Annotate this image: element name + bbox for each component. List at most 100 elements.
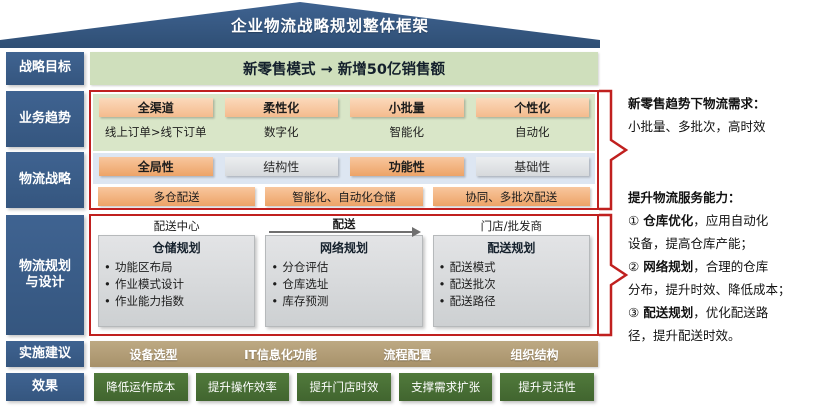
note-line: ③ 配送规划，优化配送路 — [628, 301, 824, 324]
trend-cell[interactable]: 个性化 自动化 — [470, 94, 596, 151]
planning-column-warehouse[interactable]: 配送中心 仓储规划 功能区布局 作业模式设计 作业能力指数 — [93, 218, 260, 332]
strategic-goal-band: 新零售模式 → 新增50亿销售额 — [90, 52, 598, 85]
strategy-cell[interactable]: 结构性 — [219, 153, 345, 184]
planning-card-title: 配送规划 — [487, 241, 536, 255]
sidebar-item-effect[interactable]: 效果 — [6, 373, 84, 401]
note-keyword: 配送规划 — [643, 305, 694, 320]
note-title: 新零售趋势下物流需求： — [628, 96, 766, 111]
list-item: 配送模式 — [439, 259, 589, 276]
implementation-item[interactable]: 组织结构 — [510, 347, 559, 362]
sidebar-item-label: 业务趋势 — [18, 110, 71, 126]
planning-card-list: 分仓评估 仓库选址 库存预测 — [266, 259, 421, 310]
note-marker: ① — [628, 213, 644, 228]
strategic-goal-text: 新零售模式 → 新增50亿销售额 — [243, 62, 445, 78]
note-line: ① 仓库优化，应用自动化 — [628, 209, 824, 232]
strategy-tag: 协同、多批次配送 — [432, 187, 590, 206]
strategy-tag: 智能化、自动化仓储 — [265, 187, 423, 206]
trend-pill: 柔性化 — [224, 98, 338, 117]
trend-sub: 智能化 — [389, 125, 425, 139]
note-text: ，优化配送路 — [693, 305, 769, 320]
implementation-item[interactable]: 流程配置 — [383, 347, 432, 362]
capability-note: 提升物流服务能力： ① 仓库优化，应用自动化 设备，提高仓库产能； ② 网络规划… — [628, 186, 824, 347]
planning-column-distribution[interactable]: 门店/批发商 配送规划 配送模式 配送批次 配送路径 — [428, 218, 595, 332]
arrow-line — [269, 231, 413, 233]
planning-design-area: 配送中心 仓储规划 功能区布局 作业模式设计 作业能力指数 配送 — [93, 217, 595, 332]
planning-card-title: 网络规划 — [319, 241, 368, 255]
trend-pill: 小批量 — [350, 98, 464, 117]
trend-sub: 自动化 — [515, 125, 550, 139]
strategy-tag-cell[interactable]: 智能化、自动化仓储 — [260, 186, 427, 207]
sidebar-item-logistics-planning[interactable]: 物流规划 与设计 — [6, 215, 84, 335]
sidebar-item-implementation[interactable]: 实施建议 — [6, 341, 84, 367]
strategy-tag-cell[interactable]: 多仓配送 — [93, 186, 260, 207]
delivery-arrow: 配送 — [265, 217, 422, 237]
effect-box[interactable]: 提升门店时效 — [297, 373, 391, 401]
effect-box[interactable]: 降低运作成本 — [94, 373, 188, 401]
note-text: ，应用自动化 — [693, 213, 769, 228]
note-line: 径，提升配送时效。 — [628, 328, 741, 343]
list-item: 仓库选址 — [271, 276, 421, 293]
strategy-cell[interactable]: 基础性 — [470, 153, 596, 184]
capability-callout-bracket-icon — [596, 212, 630, 342]
note-keyword: 网络规划 — [643, 259, 694, 274]
list-item: 分仓评估 — [271, 259, 421, 276]
note-marker: ② — [628, 259, 644, 274]
planning-column-header: 门店/批发商 — [480, 219, 542, 233]
note-line: ② 网络规划，合理的仓库 — [628, 255, 824, 278]
sidebar-item-label: 物流战略 — [18, 171, 71, 187]
sidebar-item-business-trend[interactable]: 业务趋势 — [6, 91, 84, 147]
sidebar-item-strategic-goal[interactable]: 战略目标 — [6, 52, 84, 85]
planning-card[interactable]: 网络规划 分仓评估 仓库选址 库存预测 — [265, 235, 423, 327]
trend-sub: 数字化 — [264, 125, 299, 139]
strategy-pill: 功能性 — [350, 157, 464, 176]
planning-column-header: 配送 — [332, 217, 356, 231]
list-item: 配送批次 — [439, 276, 589, 293]
list-item: 配送路径 — [439, 293, 589, 310]
note-text: ，合理的仓库 — [693, 259, 769, 274]
strategy-pill: 全局性 — [99, 157, 213, 176]
implementation-band: 设备选型 IT信息化功能 流程配置 组织结构 — [90, 341, 598, 367]
planning-card-title: 仓储规划 — [152, 241, 201, 255]
sidebar-item-logistics-strategy[interactable]: 物流战略 — [6, 152, 84, 208]
strategy-tag: 多仓配送 — [98, 187, 256, 206]
note-line: 设备，提高仓库产能； — [628, 236, 754, 251]
strategy-cell[interactable]: 全局性 — [93, 153, 219, 184]
list-item: 作业能力指数 — [104, 293, 254, 310]
demand-note: 新零售趋势下物流需求： 小批量、多批次，高时效 — [628, 92, 820, 138]
planning-card-list: 配送模式 配送批次 配送路径 — [434, 259, 589, 310]
demand-callout-bracket-icon — [596, 88, 630, 216]
implementation-item[interactable]: IT信息化功能 — [244, 347, 317, 362]
implementation-item[interactable]: 设备选型 — [129, 347, 178, 362]
strategy-cell[interactable]: 功能性 — [344, 153, 470, 184]
trend-pill: 个性化 — [475, 98, 589, 117]
strategy-tag-cell[interactable]: 协同、多批次配送 — [428, 186, 595, 207]
roof-banner — [0, 2, 600, 48]
sidebar-item-label: 物流规划 与设计 — [18, 258, 71, 290]
planning-column-network[interactable]: 配送 网络规划 分仓评估 仓库选址 库存预测 — [260, 217, 427, 332]
note-line: 小批量、多批次，高时效 — [628, 119, 766, 134]
effect-box[interactable]: 提升灵活性 — [500, 373, 594, 401]
trend-cell[interactable]: 小批量 智能化 — [344, 94, 470, 151]
effect-box[interactable]: 支撑需求扩张 — [398, 373, 493, 401]
note-keyword: 仓库优化 — [643, 213, 694, 228]
sidebar-item-label: 战略目标 — [18, 60, 71, 76]
planning-column-header: 配送中心 — [153, 219, 200, 233]
list-item: 功能区布局 — [104, 259, 254, 276]
logistics-strategy-tags: 多仓配送 智能化、自动化仓储 协同、多批次配送 — [93, 186, 595, 207]
planning-card-list: 功能区布局 作业模式设计 作业能力指数 — [99, 259, 254, 310]
effect-box[interactable]: 提升操作效率 — [195, 373, 290, 401]
list-item: 库存预测 — [271, 293, 421, 310]
note-title: 提升物流服务能力： — [628, 190, 741, 205]
sidebar-item-label: 实施建议 — [18, 345, 71, 361]
trend-cell[interactable]: 柔性化 数字化 — [219, 94, 345, 151]
sidebar-item-label: 效果 — [31, 378, 58, 394]
note-line: 分布，提升时效、降低成本； — [628, 282, 791, 297]
trend-pill: 全渠道 — [99, 98, 213, 117]
list-item: 作业模式设计 — [104, 276, 254, 293]
trend-cell[interactable]: 全渠道 线上订单>线下订单 — [93, 94, 219, 151]
strategy-pill: 基础性 — [475, 157, 589, 176]
planning-card[interactable]: 配送规划 配送模式 配送批次 配送路径 — [432, 235, 590, 327]
planning-card[interactable]: 仓储规划 功能区布局 作业模式设计 作业能力指数 — [98, 235, 256, 327]
page-title: 企业物流战略规划整体框架 — [230, 17, 429, 35]
